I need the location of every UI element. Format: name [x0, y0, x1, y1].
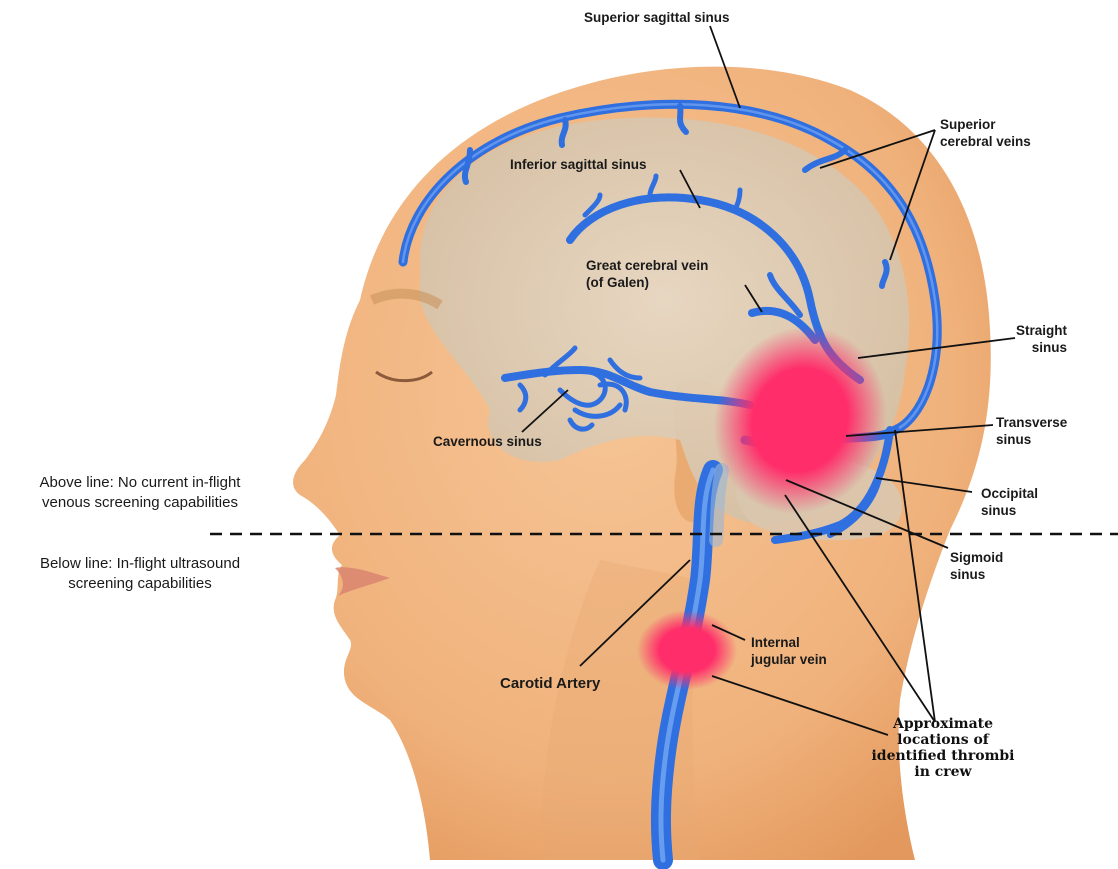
note-above-line: Above line: No current in-flight venous …	[0, 473, 280, 513]
label-great-cerebral-vein: Great cerebral vein (of Galen)	[586, 257, 708, 291]
label-approximate-thrombi-locations: Approximate locations of identified thro…	[868, 716, 1018, 780]
label-internal-jugular-vein: Internal jugular vein	[751, 634, 827, 668]
label-cavernous-sinus: Cavernous sinus	[433, 433, 542, 450]
label-superior-cerebral-veins: Superior cerebral veins	[940, 116, 1031, 150]
note-below-line: Below line: In-flight ultrasound screeni…	[0, 554, 280, 594]
label-transverse-sinus: Transverse sinus	[996, 414, 1067, 448]
thrombus-jugular	[637, 610, 737, 690]
label-sigmoid-sinus: Sigmoid sinus	[950, 549, 1003, 583]
label-occipital-sinus: Occipital sinus	[981, 485, 1038, 519]
label-straight-sinus: Straight sinus	[1016, 322, 1067, 356]
carotid-artery-vessel	[716, 470, 722, 540]
label-carotid-artery: Carotid Artery	[500, 675, 600, 692]
label-inferior-sagittal-sinus: Inferior sagittal sinus	[510, 156, 647, 173]
label-superior-sagittal-sinus: Superior sagittal sinus	[584, 9, 730, 26]
